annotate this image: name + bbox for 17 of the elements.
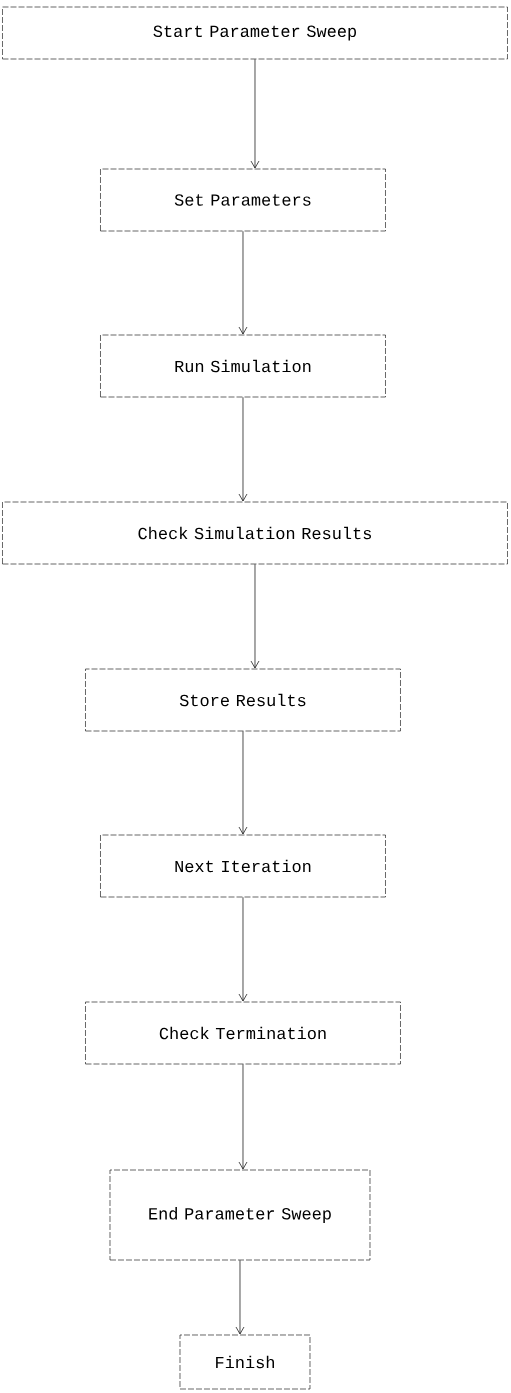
process-box: Finish [179, 1334, 311, 1390]
process-box: Next Iteration [100, 834, 386, 898]
process-box: End Parameter Sweep [109, 1169, 371, 1261]
process-box: Check Termination [85, 1001, 401, 1065]
arrow [238, 730, 248, 835]
process-box: Store Results [85, 668, 401, 732]
process-box: Run Simulation [100, 334, 386, 398]
arrow [235, 1259, 245, 1335]
arrow [238, 1063, 248, 1170]
process-box: Start Parameter Sweep [2, 6, 508, 60]
arrow [238, 230, 248, 335]
process-box: Set Parameters [100, 168, 386, 232]
arrow [250, 58, 260, 169]
arrow [238, 396, 248, 502]
process-box: Check Simulation Results [2, 501, 508, 565]
arrow [238, 896, 248, 1002]
arrow [250, 563, 260, 669]
